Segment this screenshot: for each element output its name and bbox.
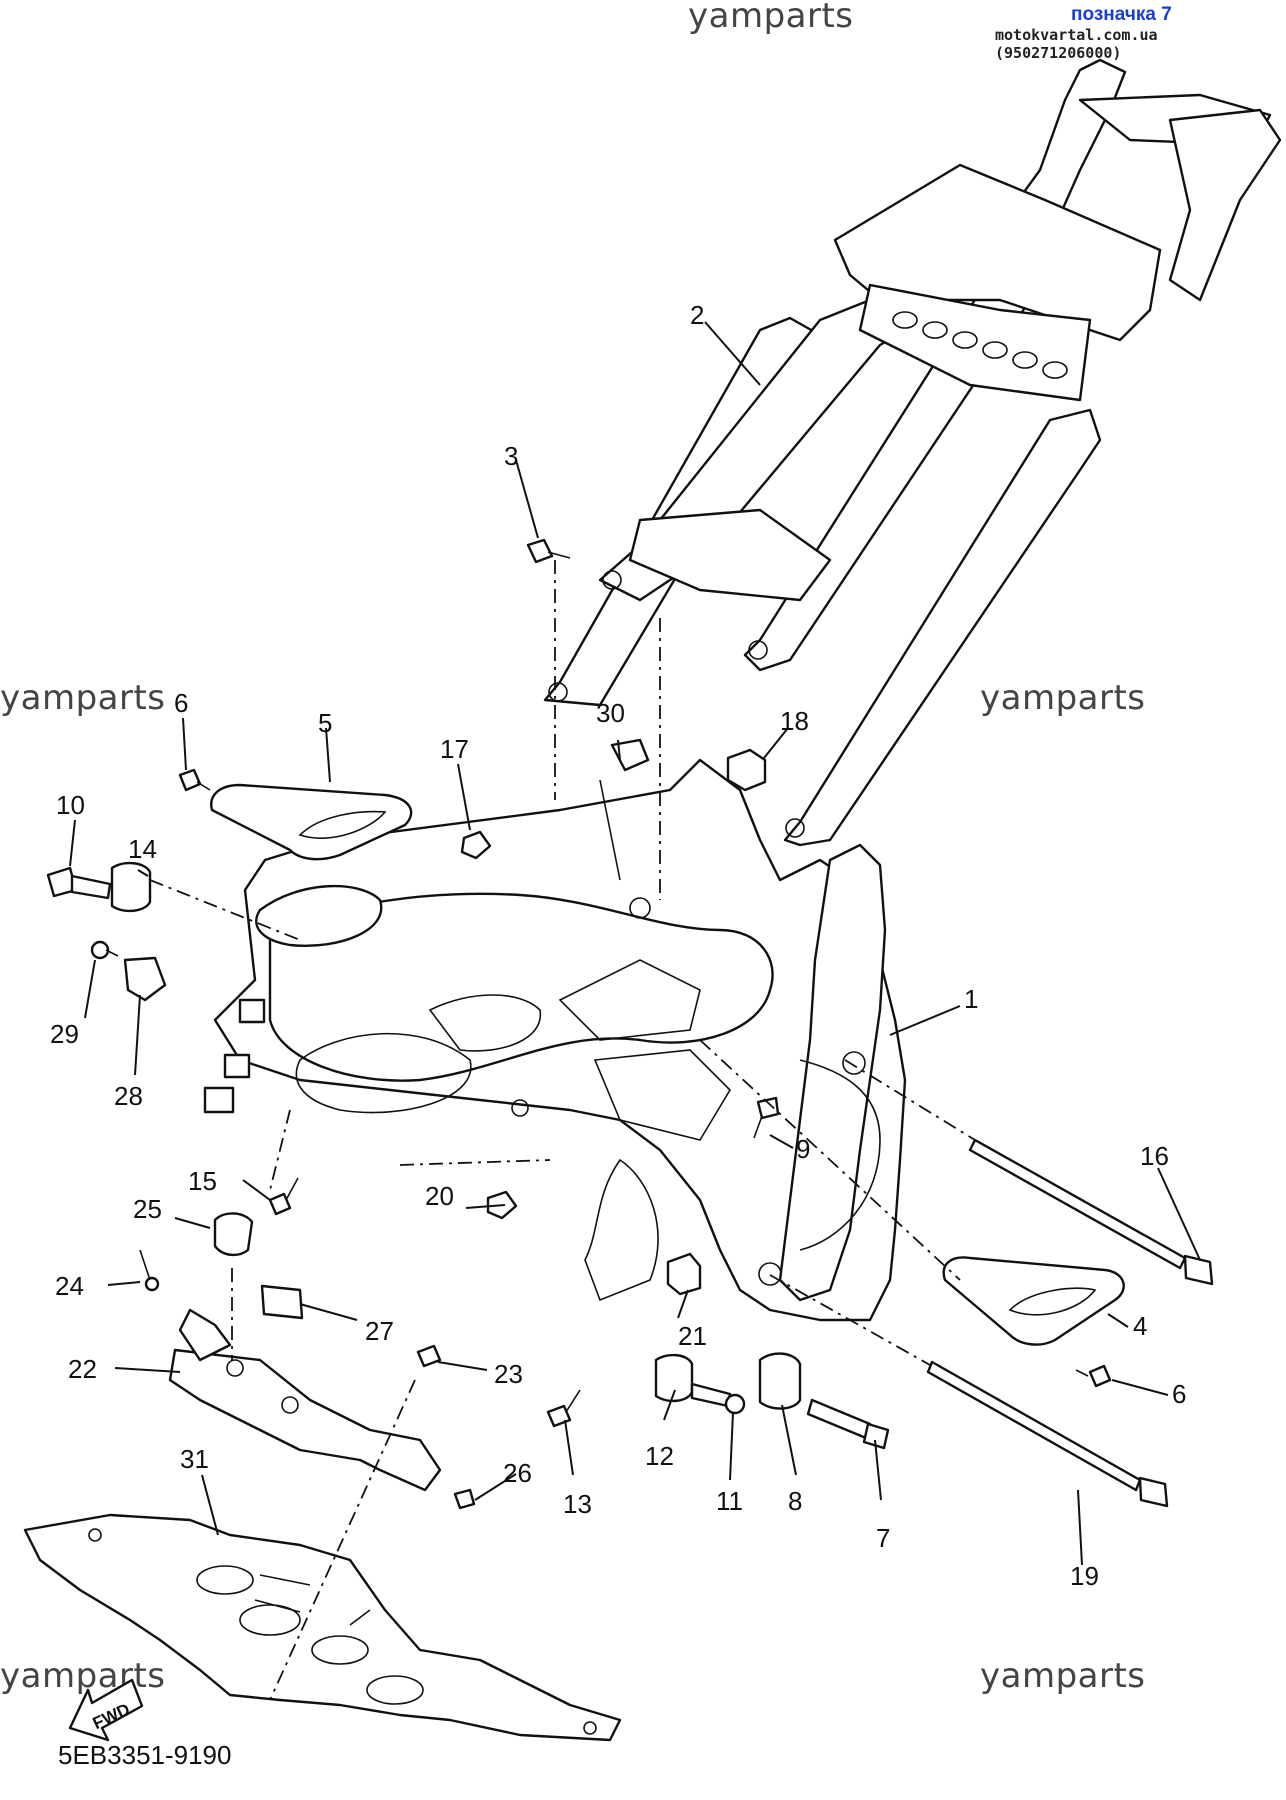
callout-30: 30: [596, 698, 625, 728]
watermark: yamparts: [0, 678, 166, 718]
callout-numbers: 1 2 3 4 5 6 6 7 8 9 10 11 12 13 14 15 16…: [50, 300, 1186, 1591]
callout-4: 4: [1133, 1311, 1147, 1341]
callout-23: 23: [494, 1359, 523, 1389]
part-code: 5EB3351-9190: [58, 1740, 232, 1770]
callout-27: 27: [365, 1316, 394, 1346]
callout-29: 29: [50, 1019, 79, 1049]
callout-14: 14: [128, 834, 157, 864]
header-site-text: motokvartal.com.ua (950271206000): [995, 26, 1158, 62]
callout-24: 24: [55, 1271, 84, 1301]
callout-1: 1: [964, 984, 978, 1014]
callout-6a: 6: [174, 688, 188, 718]
callout-5: 5: [318, 708, 332, 738]
rear-subframe: [543, 58, 1282, 847]
watermark: yamparts: [0, 1656, 166, 1696]
callout-20: 20: [425, 1181, 454, 1211]
callout-13: 13: [563, 1489, 592, 1519]
right-bracket: [942, 1256, 1125, 1346]
leader-lines: [69, 321, 1201, 1701]
callout-31: 31: [180, 1444, 209, 1474]
lower-cover: [168, 1308, 442, 1492]
callout-26: 26: [503, 1458, 532, 1488]
fwd-arrow-icon: FWD: [68, 1678, 144, 1742]
callout-22: 22: [68, 1354, 97, 1384]
header-link-label[interactable]: позначка 7: [1071, 4, 1172, 25]
callout-19: 19: [1070, 1561, 1099, 1591]
callout-18: 18: [780, 706, 809, 736]
callout-10: 10: [56, 790, 85, 820]
callout-12: 12: [645, 1441, 674, 1471]
callout-17: 17: [440, 734, 469, 764]
callout-7: 7: [876, 1523, 890, 1553]
callout-21: 21: [678, 1321, 707, 1351]
callout-8: 8: [788, 1486, 802, 1516]
callout-6b: 6: [1172, 1379, 1186, 1409]
watermark: yamparts: [688, 0, 854, 36]
hardware: [46, 538, 1214, 1510]
callout-16: 16: [1140, 1141, 1169, 1171]
callout-2: 2: [690, 300, 704, 330]
skid-plate: [23, 1513, 622, 1742]
main-frame: [203, 758, 907, 1322]
callout-3: 3: [504, 441, 518, 471]
callout-11: 11: [716, 1486, 743, 1516]
watermark: yamparts: [980, 1656, 1146, 1696]
callout-9: 9: [796, 1134, 810, 1164]
left-bracket: [210, 783, 413, 861]
callout-15: 15: [188, 1166, 217, 1196]
callout-28: 28: [114, 1081, 143, 1111]
callout-25: 25: [133, 1194, 162, 1224]
watermark: yamparts: [980, 678, 1146, 718]
